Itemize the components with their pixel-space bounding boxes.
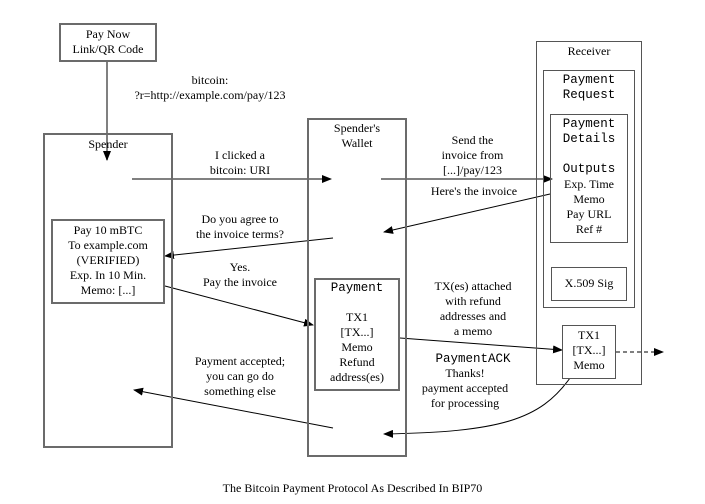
- receiver-lane: [536, 41, 642, 385]
- edge-label-clicked: I clicked a bitcoin: URI: [209, 148, 271, 177]
- wallet-title: Spender's Wallet: [333, 121, 381, 150]
- spender-prompt-label: Pay 10 mBTC To example.com (VERIFIED) Ex…: [68, 223, 148, 297]
- edge-label-yes-pay: Yes. Pay the invoice: [203, 260, 277, 289]
- spender-lane: [43, 133, 173, 448]
- edge-payment-ack: [383, 377, 571, 438]
- diagram-caption: The Bitcoin Payment Protocol As Describe…: [222, 481, 483, 495]
- edge-label-send-invoice: Send the invoice from [...]/pay/123: [441, 133, 504, 177]
- receiver-tx-label: TX1 [TX...] Memo: [572, 328, 606, 372]
- edge-heres-invoice: [383, 193, 551, 234]
- payment-request-title: Payment Request: [562, 73, 616, 102]
- spender-title: Spender: [88, 137, 128, 151]
- edge-label-heres-invoice: Here's the invoice: [430, 184, 518, 198]
- payment-details-body: Exp. Time Memo Pay URL Ref #: [563, 177, 614, 236]
- spender-prompt-node: [51, 219, 165, 304]
- edge-agree: [164, 237, 334, 260]
- payment-details-node: [550, 114, 628, 243]
- edge-label-accepted: Payment accepted; you can go do somethin…: [194, 354, 286, 398]
- pay-now-node: [59, 23, 157, 62]
- receiver-title: Receiver: [567, 44, 611, 58]
- x509-sig-node: [551, 267, 627, 301]
- edge-label-uri: bitcoin: ?r=http://example.com/pay/123: [134, 73, 286, 102]
- payment-title: Payment: [330, 281, 384, 295]
- edge-label-ack-title: PaymentACK: [435, 352, 511, 366]
- edge-payment-accepted: [133, 387, 334, 429]
- receiver-tx-node: [562, 325, 616, 379]
- pay-now-label: Pay Now Link/QR Code: [72, 27, 144, 56]
- edge-yes-pay: [164, 285, 314, 327]
- edge-label-tx-attached: TX(es) attached with refund addresses an…: [434, 279, 512, 338]
- wallet-lane: [307, 118, 407, 457]
- payment-node: [314, 278, 400, 391]
- payment-details-outputs: Outputs: [562, 162, 616, 176]
- payment-body: TX1 [TX...] Memo Refund address(es): [330, 310, 384, 384]
- x509-sig-label: X.509 Sig: [564, 276, 614, 290]
- payment-request-node: [543, 70, 635, 308]
- edge-label-ack-body: Thanks! payment accepted for processing: [421, 366, 509, 410]
- edge-label-agree: Do you agree to the invoice terms?: [196, 212, 284, 241]
- payment-details-title: Payment Details: [562, 117, 616, 146]
- edge-tx-attached: [399, 337, 563, 354]
